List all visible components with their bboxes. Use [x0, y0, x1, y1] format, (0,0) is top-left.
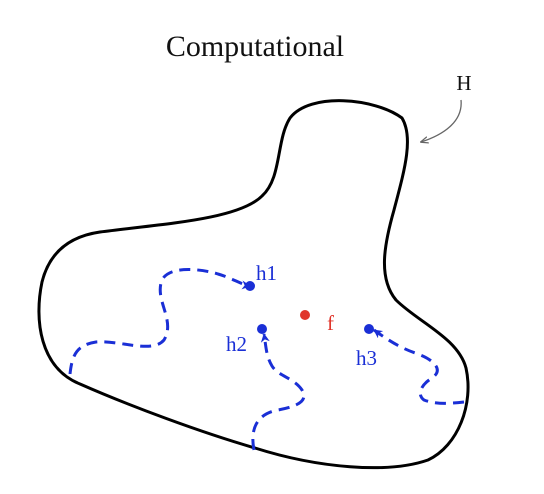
- region-pointer-arrow: [421, 99, 462, 142]
- diagram-title: Computational: [166, 30, 344, 63]
- hypothesis-point-h1: [245, 281, 255, 291]
- hypothesis-point-h2: [257, 324, 267, 334]
- trajectory-h2: [251, 333, 306, 451]
- hypothesis-space-boundary: [37, 99, 470, 470]
- hypothesis-label-h2: h2: [226, 332, 247, 356]
- target-point-f: [300, 310, 310, 320]
- hypothesis-label-h1: h1: [256, 261, 277, 285]
- trajectory-h3: [373, 328, 465, 405]
- hypothesis-point-h3: [364, 324, 374, 334]
- region-label-H: H: [456, 71, 471, 95]
- target-label-f: f: [327, 311, 334, 335]
- hypothesis-label-h3: h3: [356, 346, 377, 370]
- trajectory-h1: [68, 268, 251, 375]
